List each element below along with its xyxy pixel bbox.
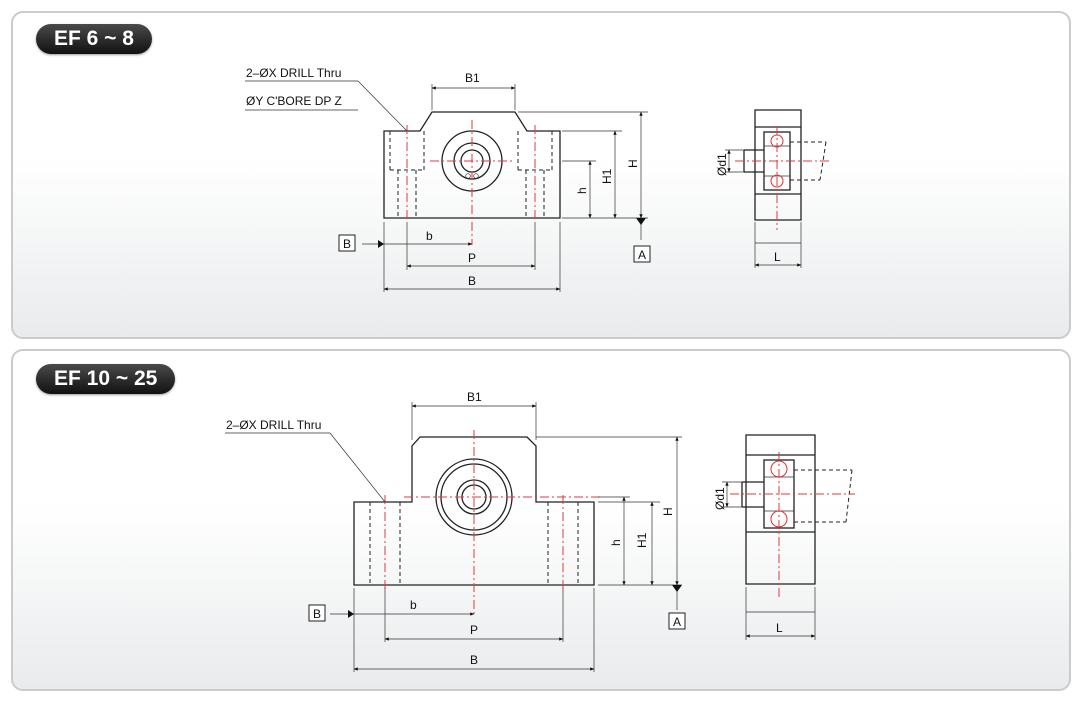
panel-ef-6-8: [11, 11, 1071, 339]
svg-text:b: b: [410, 598, 417, 612]
svg-text:B1: B1: [467, 390, 482, 404]
datum-ref-a: A: [633, 245, 651, 263]
svg-text:H1: H1: [600, 168, 614, 184]
svg-text:B1: B1: [465, 71, 480, 85]
dimension-widths: b P B: [362, 222, 561, 292]
front-view-outline: [353, 436, 595, 586]
datum-ref-b: B: [338, 234, 356, 252]
svg-text:A: A: [638, 248, 646, 262]
dimension-b1: B1: [431, 71, 516, 110]
panel-ef-10-25: [11, 349, 1071, 691]
dimension-widths: b P B: [330, 588, 595, 672]
drill-note: 2–ØX DRILL Thru: [225, 418, 386, 503]
svg-text:L: L: [776, 621, 783, 635]
svg-text:Ød1: Ød1: [715, 153, 729, 176]
svg-text:H: H: [626, 159, 640, 168]
svg-text:B: B: [313, 607, 321, 621]
drill-note-line-1: 2–ØX DRILL Thru: [226, 418, 321, 432]
svg-text:A: A: [673, 615, 681, 629]
datum-ref-a: A: [668, 612, 686, 630]
svg-text:P: P: [470, 623, 478, 637]
drill-note-line-1: 2–ØX DRILL Thru: [246, 66, 341, 80]
bearing-bore: [404, 430, 600, 615]
counterbore-left: [389, 125, 425, 222]
svg-text:H1: H1: [635, 532, 649, 548]
drill-note-line-2: ØY C'BORE DP Z: [246, 94, 342, 108]
dimension-heights: H H1 h: [536, 436, 682, 610]
side-view: Ød1 L: [715, 109, 830, 268]
svg-text:h: h: [609, 539, 623, 546]
svg-text:L: L: [774, 250, 781, 264]
drill-note: 2–ØX DRILL Thru ØY C'BORE DP Z: [245, 66, 408, 132]
bearing-bore: [430, 120, 514, 245]
drill-right: [547, 495, 579, 590]
drill-left: [369, 495, 401, 590]
svg-text:B: B: [468, 274, 476, 288]
svg-text:Ød1: Ød1: [713, 487, 727, 510]
side-view: Ød1 L: [713, 434, 855, 640]
svg-text:h: h: [575, 187, 589, 194]
front-view-outline: [383, 111, 561, 219]
svg-text:P: P: [468, 251, 476, 265]
datum-ref-b: B: [308, 604, 326, 622]
dimension-heights: H H1 h: [518, 111, 648, 240]
dimension-b1: B1: [411, 390, 537, 440]
model-range-title: EF 10 ~ 25: [36, 364, 176, 394]
counterbore-right: [517, 125, 553, 222]
svg-text:H: H: [661, 507, 675, 516]
model-range-title: EF 6 ~ 8: [36, 24, 152, 54]
svg-text:B: B: [343, 237, 351, 251]
svg-text:b: b: [426, 229, 433, 243]
svg-text:B: B: [470, 653, 478, 667]
